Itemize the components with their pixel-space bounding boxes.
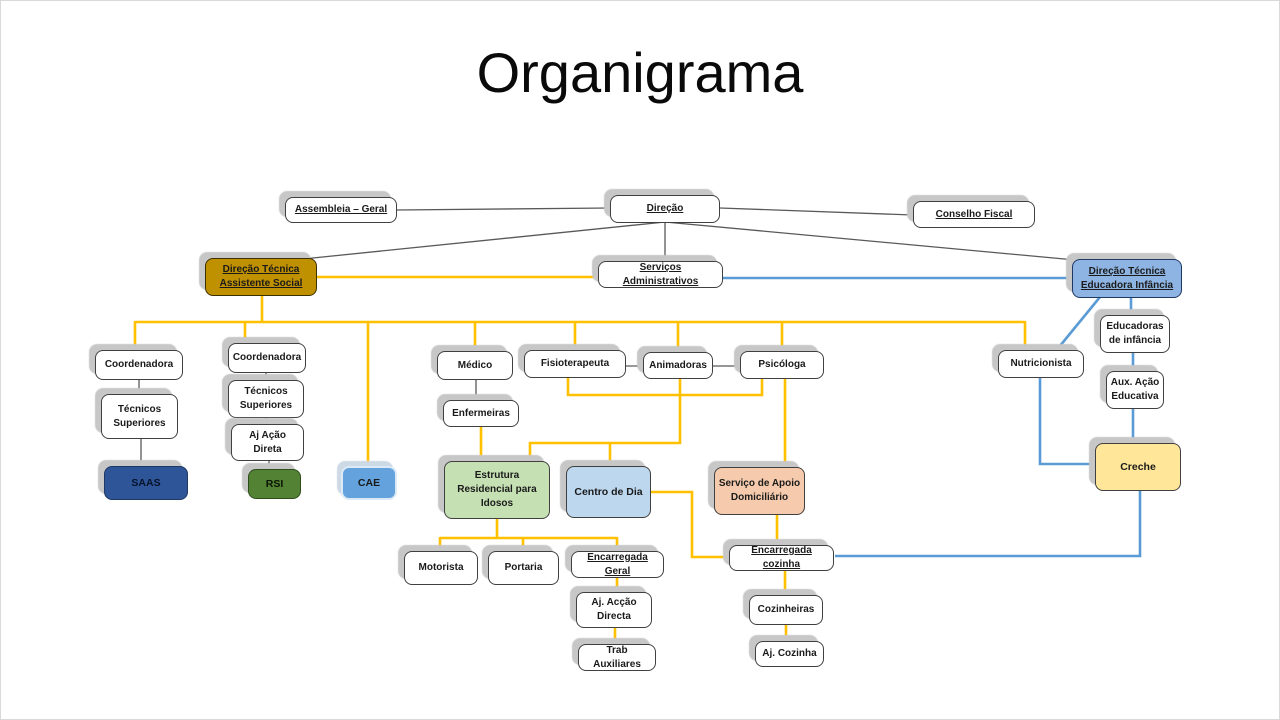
node-aj-acao-direta: Aj Ação Direta: [231, 424, 304, 461]
node-enfermeiras: Enfermeiras: [443, 400, 519, 427]
node-cae: CAE: [341, 466, 397, 500]
node-direcao-tecnica-assistente-social: Direção Técnica Assistente Social: [205, 258, 317, 296]
node-creche: Creche: [1095, 443, 1181, 491]
node-nutricionista: Nutricionista: [998, 350, 1084, 378]
node-coordenadora-2: Coordenadora: [228, 343, 306, 373]
node-conselho-fiscal: Conselho Fiscal: [913, 201, 1035, 228]
page-title: Organigrama: [476, 41, 804, 104]
node-fisioterapeuta: Fisioterapeuta: [524, 350, 626, 378]
node-portaria: Portaria: [488, 551, 559, 585]
node-coordenadora-1: Coordenadora: [95, 350, 183, 380]
node-servicos-administrativos: Serviços Administrativos: [598, 261, 723, 288]
node-aux-acao-educativa: Aux. Ação Educativa: [1106, 371, 1164, 409]
node-motorista: Motorista: [404, 551, 478, 585]
node-estrutura-residencial-idosos: Estrutura Residencial para Idosos: [444, 461, 550, 519]
node-tecnicos-superiores-2: Técnicos Superiores: [228, 380, 304, 418]
node-psicologa: Psicóloga: [740, 351, 824, 379]
node-assembleia-geral: Assembleia – Geral: [285, 197, 397, 223]
node-centro-de-dia: Centro de Dia: [566, 466, 651, 518]
node-encarregada-geral: Encarregada Geral: [571, 551, 664, 578]
node-animadoras: Animadoras: [643, 352, 713, 379]
node-encarregada-cozinha: Encarregada cozinha: [729, 545, 834, 571]
node-direcao: Direção: [610, 195, 720, 223]
node-aj-accao-directa: Aj. Acção Directa: [576, 592, 652, 628]
node-servico-apoio-domiciliario: Serviço de Apoio Domiciliário: [714, 467, 805, 515]
node-direcao-tecnica-educadora-infancia: Direção Técnica Educadora Infância: [1072, 259, 1182, 298]
node-saas: SAAS: [104, 466, 188, 500]
node-aj-cozinha: Aj. Cozinha: [755, 641, 824, 667]
node-educadoras-de-infancia: Educadoras de infância: [1100, 315, 1170, 353]
node-medico: Médico: [437, 351, 513, 380]
node-rsi: RSI: [248, 469, 301, 499]
node-trab-auxiliares: Trab Auxiliares: [578, 644, 656, 671]
node-tecnicos-superiores-1: Técnicos Superiores: [101, 394, 178, 439]
node-cozinheiras: Cozinheiras: [749, 595, 823, 625]
